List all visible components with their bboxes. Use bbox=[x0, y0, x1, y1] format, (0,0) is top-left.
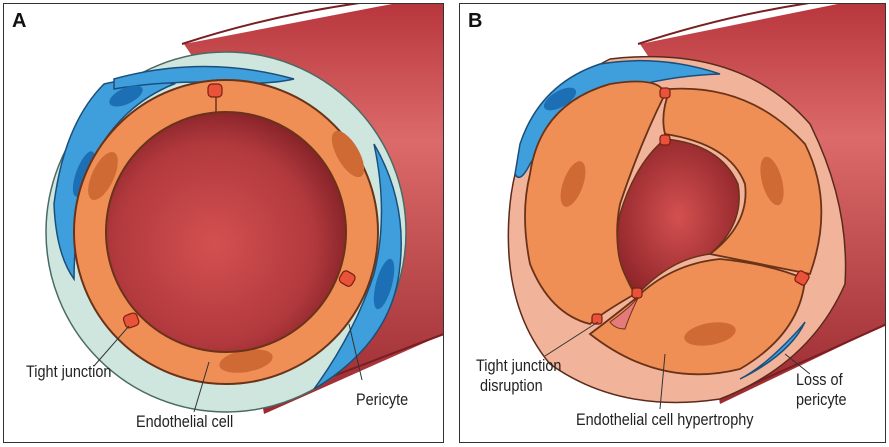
panel-a-letter: A bbox=[12, 10, 26, 33]
label-tight-junction: Tight junction bbox=[26, 362, 111, 382]
panel-b-letter: B bbox=[468, 10, 482, 33]
label-tight-junction-disruption-1: Tight junction bbox=[476, 356, 561, 376]
label-loss-of-pericyte-1: Loss of bbox=[796, 370, 843, 390]
panel-a-normal-vessel: A Tight junction Endothelial cell Pericy… bbox=[3, 3, 444, 443]
label-tight-junction-disruption-2: disruption bbox=[480, 376, 543, 396]
label-pericyte: Pericyte bbox=[356, 390, 408, 410]
vessel-lumen bbox=[106, 112, 346, 352]
panel-b-damaged-vessel: B Tight junction disruption Endothelial … bbox=[459, 3, 886, 443]
label-endothelial-cell: Endothelial cell bbox=[136, 412, 233, 432]
label-endothelial-hypertrophy: Endothelial cell hypertrophy bbox=[576, 410, 754, 430]
label-loss-of-pericyte-2: pericyte bbox=[796, 390, 847, 410]
